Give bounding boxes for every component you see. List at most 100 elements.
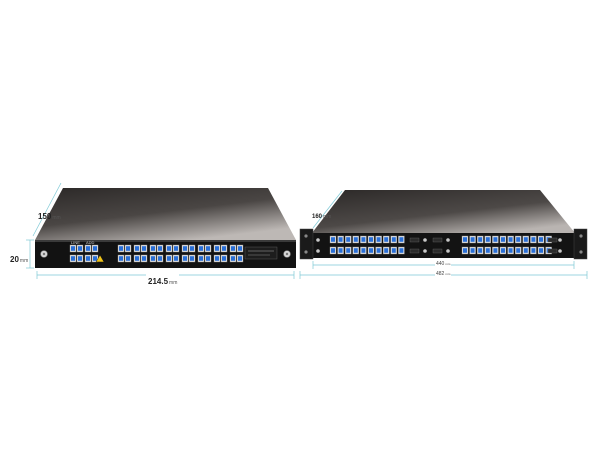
- fiber-port: [91, 244, 99, 253]
- label-strip: [409, 237, 420, 243]
- fiber-port: [484, 235, 491, 244]
- fiber-port: [117, 244, 125, 253]
- fiber-port: [499, 235, 507, 244]
- device-b-top: [312, 190, 575, 233]
- device-b-depth-unit: mm: [323, 214, 332, 220]
- device-b-inner-width-label: 440mm: [435, 261, 452, 267]
- fiber-port: [345, 246, 352, 255]
- fiber-port: [84, 254, 92, 263]
- fiber-port: [507, 235, 514, 244]
- fiber-port: [337, 246, 344, 255]
- fiber-port: [375, 246, 382, 255]
- fiber-port: [236, 244, 244, 253]
- fiber-port: [149, 254, 157, 263]
- fiber-port: [181, 244, 189, 253]
- label-strip: [432, 248, 443, 254]
- fiber-port: [229, 254, 237, 263]
- fiber-port: [133, 244, 141, 253]
- fiber-port: [492, 246, 499, 255]
- fiber-port: [76, 254, 84, 263]
- device-a-height-value: 20: [10, 255, 19, 264]
- device-a-ports: [69, 244, 244, 263]
- indicator-dot: [558, 249, 562, 253]
- fiber-port: [124, 254, 132, 263]
- fiber-port: [84, 244, 92, 253]
- fiber-port: [383, 246, 390, 255]
- fiber-port: [181, 254, 189, 263]
- fiber-port: [188, 244, 196, 253]
- fiber-port: [204, 254, 212, 263]
- fiber-port: [220, 254, 228, 263]
- fiber-port: [197, 254, 205, 263]
- fiber-port: [461, 246, 469, 255]
- indicator-dot: [423, 238, 427, 242]
- fiber-port: [213, 254, 221, 263]
- device-a-depth-value: 150: [38, 212, 52, 221]
- device-a-width-unit: mm: [169, 280, 178, 286]
- fiber-port: [375, 235, 382, 244]
- fiber-port: [165, 254, 173, 263]
- label-strip: [432, 237, 443, 243]
- device-a-width-label: 214.5mm: [146, 271, 180, 289]
- fiber-port: [522, 246, 529, 255]
- fiber-port: [197, 244, 205, 253]
- fiber-port: [165, 244, 173, 253]
- rack-ear-left: [299, 228, 314, 260]
- fiber-port: [537, 246, 545, 255]
- indicator-dot: [316, 249, 320, 253]
- port-label-add: ADD: [86, 240, 95, 245]
- fiber-port: [461, 235, 469, 244]
- fiber-port: [156, 254, 164, 263]
- device-a: [26, 182, 296, 279]
- fiber-port: [156, 244, 164, 253]
- label-strip: [547, 237, 558, 243]
- fiber-port: [515, 235, 522, 244]
- fiber-port: [337, 235, 344, 244]
- device-b-outer-width-value: 482: [436, 271, 445, 277]
- fiber-port: [484, 246, 491, 255]
- device-b: [299, 190, 588, 279]
- device-a-label-plate: [244, 246, 278, 260]
- fiber-port: [140, 254, 148, 263]
- indicator-dot: [446, 249, 450, 253]
- device-b-ports: [316, 235, 562, 255]
- fiber-port: [507, 246, 514, 255]
- fiber-port: [345, 235, 352, 244]
- indicator-dot: [558, 238, 562, 242]
- device-a-height-label: 20mm: [10, 249, 28, 267]
- fiber-port: [172, 254, 180, 263]
- fiber-port: [172, 244, 180, 253]
- fiber-port: [367, 235, 375, 244]
- fiber-port: [76, 244, 84, 253]
- fiber-port: [117, 254, 125, 263]
- fiber-port: [469, 235, 476, 244]
- fiber-port: [477, 246, 484, 255]
- device-a-height-unit: mm: [19, 258, 29, 264]
- device-b-inner-width-value: 440: [436, 261, 445, 267]
- fiber-port: [213, 244, 221, 253]
- fiber-port: [69, 244, 77, 253]
- fiber-port: [133, 254, 141, 263]
- fiber-port: [530, 246, 537, 255]
- fiber-port: [367, 246, 375, 255]
- fiber-port: [360, 246, 367, 255]
- fiber-port: [360, 235, 367, 244]
- fiber-port: [124, 244, 132, 253]
- fiber-port: [398, 235, 405, 244]
- rack-ear-right: [573, 228, 588, 260]
- fiber-port: [522, 235, 529, 244]
- fiber-port: [398, 246, 405, 255]
- fiber-port: [492, 235, 499, 244]
- fiber-port: [329, 235, 337, 244]
- fiber-port: [352, 235, 359, 244]
- fiber-port: [515, 246, 522, 255]
- fiber-port: [140, 244, 148, 253]
- fiber-port: [390, 235, 397, 244]
- label-strip: [547, 248, 558, 254]
- indicator-dot: [446, 238, 450, 242]
- fiber-port: [188, 254, 196, 263]
- fiber-port: [530, 235, 537, 244]
- fiber-port: [204, 244, 212, 253]
